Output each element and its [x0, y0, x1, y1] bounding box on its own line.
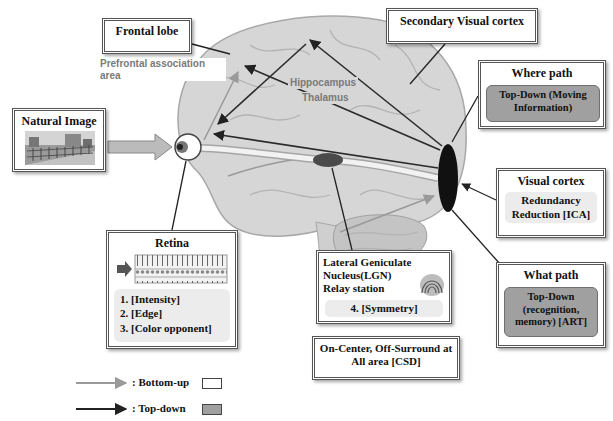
- retina-picture: [115, 253, 229, 285]
- inner-text: Top-Down (recognition, memory) [ART]: [508, 291, 594, 329]
- lgn-blob: [313, 153, 343, 167]
- list-item: 3. [Color opponent]: [120, 321, 224, 335]
- callout-box: Where pathTop-Down (Moving Information): [478, 60, 606, 129]
- pupil: [177, 144, 183, 150]
- legend-text: : Top-down: [132, 402, 186, 414]
- list-item: 2. [Edge]: [120, 306, 224, 320]
- legend-top-down-line: [76, 408, 126, 410]
- inner-box: 1. [Intensity]2. [Edge]3. [Color opponen…: [114, 289, 230, 342]
- callout-box: On-Center, Off-Surround at All area [CSD…: [312, 336, 460, 380]
- legend-swatch: [202, 404, 222, 415]
- callout-box: Visual cortexRedundancy Reduction [ICA]: [496, 168, 606, 238]
- callout-box: Secondary Visual cortex: [386, 8, 538, 44]
- eye: [175, 134, 201, 160]
- box-title: Lateral Geniculate Nucleus(LGN) Relay st…: [323, 256, 445, 296]
- bottom-up-arrows: [204, 72, 434, 232]
- iris: [176, 141, 188, 153]
- callout-box: What pathTop-Down (recognition, memory) …: [496, 262, 606, 348]
- callout-box: Retina 1. [Intensity]2. [Edge]3. [Color …: [106, 230, 238, 349]
- legend-text: : Bottom-up: [132, 376, 189, 388]
- area-label: Hippocampus: [288, 77, 358, 89]
- box-text: 4. [Symmetry]: [325, 300, 443, 317]
- legend-swatch: [202, 378, 222, 389]
- inner-box: Top-Down (Moving Information): [486, 85, 600, 122]
- natural-image-picture: [25, 131, 95, 165]
- area-label: Thalamus: [300, 92, 351, 104]
- callout-box: Natural Image: [12, 108, 106, 172]
- lgn-picture: [419, 269, 445, 297]
- area-label: Prefrontal association area: [98, 58, 226, 81]
- box-title: What path: [503, 268, 599, 282]
- box-text: Redundancy Reduction [ICA]: [505, 192, 597, 222]
- callout-box: Lateral Geniculate Nucleus(LGN) Relay st…: [316, 250, 452, 324]
- input-arrow: [108, 134, 172, 160]
- inner-text: Top-Down (Moving Information): [490, 89, 596, 114]
- inner-box: Top-Down (recognition, memory) [ART]: [504, 287, 598, 337]
- box-title: On-Center, Off-Surround at All area [CSD…: [319, 342, 453, 368]
- gyri: [215, 30, 440, 250]
- box-title: Secondary Visual cortex: [393, 14, 531, 28]
- box-title: Visual cortex: [503, 174, 599, 188]
- box-title: Frontal lobe: [109, 24, 185, 38]
- top-down-arrows: [214, 40, 442, 168]
- box-title: Retina: [113, 236, 231, 250]
- list-item: 1. [Intensity]: [120, 292, 224, 306]
- box-title: Where path: [485, 66, 599, 80]
- box-title: Natural Image: [19, 114, 99, 128]
- visual-cortex-oval: [438, 144, 458, 212]
- legend-bottom-up-line: [76, 382, 126, 384]
- cerebrum: [178, 16, 466, 236]
- callout-box: Frontal lobe: [102, 18, 192, 54]
